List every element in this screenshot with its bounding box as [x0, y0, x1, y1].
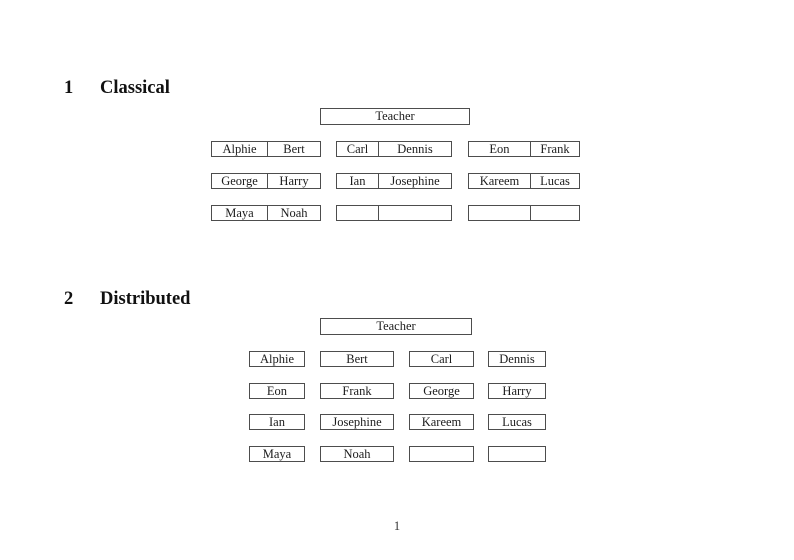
desk-seat: Harry [267, 174, 320, 188]
page-number: 1 [393, 519, 401, 533]
section-title: Distributed [100, 289, 191, 310]
desk-empty [336, 205, 452, 221]
seat: Noah [320, 446, 394, 462]
seat-empty [488, 446, 546, 462]
seat: Alphie [249, 351, 305, 367]
desk-empty [468, 205, 580, 221]
desk-seat: Alphie [222, 142, 257, 156]
desk-seat: Josephine [378, 174, 451, 188]
desk-seat: Noah [267, 206, 320, 220]
desk-seat: Lucas [530, 174, 579, 188]
seat: Kareem [409, 414, 474, 430]
desk: Carl Dennis [336, 141, 452, 157]
section-title: Classical [100, 78, 170, 99]
desk-seat: Dennis [378, 142, 451, 156]
seat: Bert [320, 351, 394, 367]
desk: George Harry [211, 173, 321, 189]
seat: Frank [320, 383, 394, 399]
seat-empty [409, 446, 474, 462]
desk-seat: Bert [267, 142, 320, 156]
desk-seat-empty [530, 206, 579, 220]
seat: Harry [488, 383, 546, 399]
desk-seat-empty [378, 206, 451, 220]
desk-seat: Carl [346, 142, 369, 156]
seat: Maya [249, 446, 305, 462]
desk: Kareem Lucas [468, 173, 580, 189]
desk: Maya Noah [211, 205, 321, 221]
seat: Josephine [320, 414, 394, 430]
desk-seat: Kareem [479, 174, 520, 188]
desk-seat: Maya [225, 206, 254, 220]
desk-seat: Ian [349, 174, 366, 188]
section-heading-classical: 1 Classical [64, 78, 170, 99]
desk-seat-empty [337, 206, 378, 220]
section-number: 2 [64, 289, 74, 310]
seat: Lucas [488, 414, 546, 430]
desk-seat: George [221, 174, 258, 188]
desk: Ian Josephine [336, 173, 452, 189]
section-number: 1 [64, 78, 74, 99]
desk: Eon Frank [468, 141, 580, 157]
desk: Alphie Bert [211, 141, 321, 157]
section-heading-distributed: 2 Distributed [64, 289, 191, 310]
desk-seat: Eon [489, 142, 510, 156]
seat: George [409, 383, 474, 399]
teacher-box: Teacher [320, 318, 472, 335]
seat: Eon [249, 383, 305, 399]
desk-seat-empty [469, 206, 530, 220]
teacher-box: Teacher [320, 108, 470, 125]
desk-seat: Frank [530, 142, 579, 156]
seat: Ian [249, 414, 305, 430]
seat: Carl [409, 351, 474, 367]
seat: Dennis [488, 351, 546, 367]
